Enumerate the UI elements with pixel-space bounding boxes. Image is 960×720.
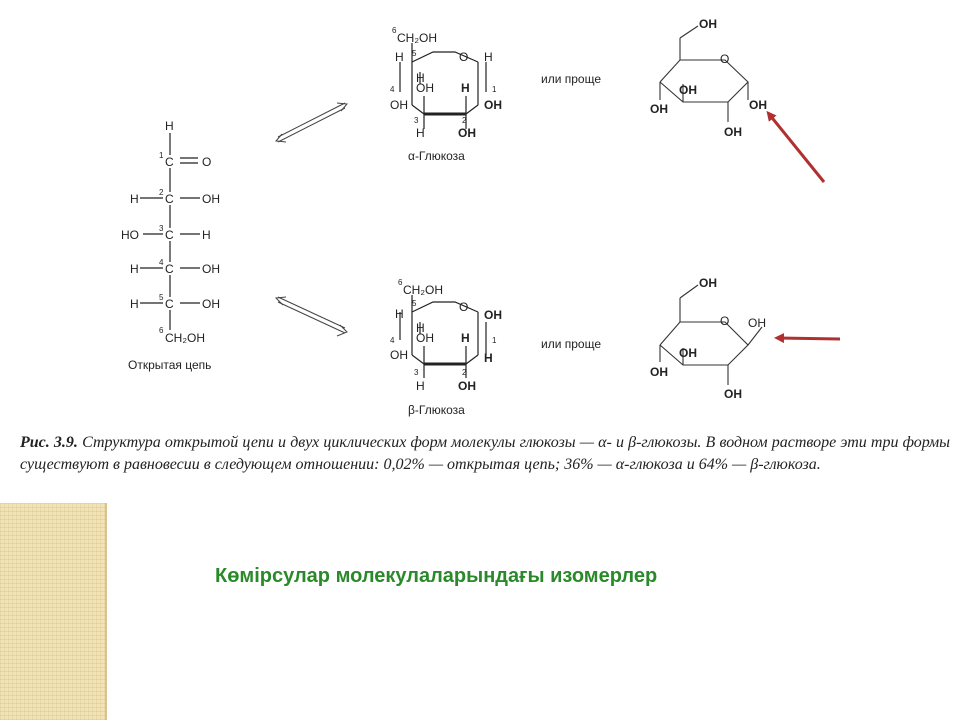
beta-oh-c3-up: OH bbox=[416, 331, 434, 345]
open-chain-c4-right: OH bbox=[202, 262, 220, 276]
open-chain-labels: H 1 C O H 2 C OH HO 3 C H H 4 C OH H 5 C… bbox=[121, 119, 220, 372]
figure-caption: Рис. 3.9. Структура открытой цепи и двух… bbox=[20, 432, 950, 476]
beta-oh-c2: OH bbox=[458, 379, 476, 393]
alpha-ch2oh: CH₂OH bbox=[397, 31, 437, 45]
alpha-h-c3-down: H bbox=[416, 126, 425, 140]
equilibrium-arrows-beta bbox=[274, 296, 348, 337]
alpha-num5: 5 bbox=[412, 49, 417, 58]
open-chain-c5-left: H bbox=[130, 297, 139, 311]
beta-h-c5-label: H bbox=[395, 307, 404, 321]
figure-caption-text: Структура открытой цепи и двух циклическ… bbox=[20, 434, 951, 473]
alpha-simple-o: O bbox=[720, 52, 729, 66]
open-chain-num-1: 1 bbox=[159, 151, 164, 160]
beta-h-c1-down: H bbox=[484, 351, 493, 365]
open-chain-caption: Открытая цепь bbox=[128, 358, 211, 372]
open-chain-num-3: 3 bbox=[159, 224, 164, 233]
beta-num3: 3 bbox=[414, 368, 419, 377]
open-chain-structure bbox=[140, 133, 200, 330]
alpha-num2: 2 bbox=[462, 116, 467, 125]
beta-simple-oh-c1: OH bbox=[748, 316, 766, 330]
glucose-structures-figure: H 1 C O H 2 C OH HO 3 C H H 4 C OH H 5 C… bbox=[121, 17, 841, 417]
alpha-c6-num: 6 bbox=[392, 26, 397, 35]
alpha-oh-c1: OH bbox=[484, 98, 502, 112]
beta-simple-o: O bbox=[720, 314, 729, 328]
beta-simple-oh-c4: OH bbox=[650, 365, 668, 379]
alpha-oh-c2: OH bbox=[458, 126, 476, 140]
open-chain-c5-right: OH bbox=[202, 297, 220, 311]
beta-glucose-chair bbox=[659, 284, 763, 385]
figure-caption-label: Рис. 3.9. bbox=[20, 434, 78, 451]
open-chain-c5: C bbox=[165, 297, 174, 311]
alpha-simple-oh-top: OH bbox=[699, 17, 717, 31]
alpha-simple-oh-c1: OH bbox=[749, 98, 767, 112]
beta-ring-o: O bbox=[459, 300, 468, 314]
alpha-glucose-chair bbox=[659, 25, 749, 122]
alpha-glucose-haworth bbox=[399, 43, 487, 129]
alpha-glucose-labels: 6 CH₂OH O H 5 H H 4 OH OH H 1 OH 3 2 H O… bbox=[390, 26, 502, 163]
equilibrium-arrows-alpha bbox=[274, 102, 349, 143]
open-chain-num-2: 2 bbox=[159, 188, 164, 197]
open-chain-c2-left: H bbox=[130, 192, 139, 206]
open-chain-c2: C bbox=[165, 192, 174, 206]
red-arrow-alpha-oh bbox=[766, 110, 826, 183]
beta-glucose-haworth bbox=[399, 295, 487, 378]
alpha-h-c2-up: H bbox=[461, 81, 470, 95]
alpha-h-c1-label: H bbox=[484, 50, 493, 64]
alpha-oh-c3-up: OH bbox=[416, 81, 434, 95]
open-chain-c3: C bbox=[165, 228, 174, 242]
open-chain-c3-right: H bbox=[202, 228, 211, 242]
open-chain-num-4: 4 bbox=[159, 258, 164, 267]
alpha-h-c4-up: H bbox=[416, 71, 425, 85]
open-chain-c2-right: OH bbox=[202, 192, 220, 206]
beta-chair-labels: OH O OH OH OH OH bbox=[650, 276, 766, 401]
alpha-h-c5-label: H bbox=[395, 50, 404, 64]
beta-h-c4-up: H bbox=[416, 321, 425, 335]
beta-simpler-label: или проще bbox=[541, 337, 601, 351]
beta-h-c2-up: H bbox=[461, 331, 470, 345]
open-chain-c3-left: HO bbox=[121, 228, 139, 242]
red-arrow-beta-oh bbox=[774, 333, 841, 344]
beta-ch2oh: CH₂OH bbox=[403, 283, 443, 297]
slide-title: Көмірсулар молекулаларындағы изомерлер bbox=[215, 565, 658, 587]
beta-num5: 5 bbox=[412, 299, 417, 308]
open-chain-c4: C bbox=[165, 262, 174, 276]
beta-simple-oh-c2: OH bbox=[724, 387, 742, 401]
alpha-simple-oh-c2: OH bbox=[724, 125, 742, 139]
alpha-num4: 4 bbox=[390, 85, 395, 94]
alpha-glucose-caption: α-Глюкоза bbox=[408, 149, 465, 163]
beta-simple-oh-c3: OH bbox=[679, 346, 697, 360]
alpha-num1: 1 bbox=[492, 85, 497, 94]
beta-oh-c1: OH bbox=[484, 308, 502, 322]
open-chain-num-5: 5 bbox=[159, 293, 164, 302]
beta-num4: 4 bbox=[390, 336, 395, 345]
beta-num2: 2 bbox=[462, 368, 467, 377]
open-chain-ch2oh: CH₂OH bbox=[165, 331, 205, 345]
open-chain-o: O bbox=[202, 155, 211, 169]
alpha-ring-o: O bbox=[459, 50, 468, 64]
alpha-num3: 3 bbox=[414, 116, 419, 125]
alpha-simple-oh-c3: OH bbox=[679, 83, 697, 97]
open-chain-top-h: H bbox=[165, 119, 174, 133]
alpha-simple-oh-c4: OH bbox=[650, 102, 668, 116]
beta-glucose-labels: 6 CH₂OH O H 5 OH H 4 OH OH H 1 H 3 2 H O… bbox=[390, 278, 502, 417]
glucose-diagram-svg: H 1 C O H 2 C OH HO 3 C H H 4 C OH H 5 C… bbox=[121, 17, 841, 417]
alpha-simpler-label: или проще bbox=[541, 72, 601, 86]
beta-num1: 1 bbox=[492, 336, 497, 345]
beta-simple-oh-top: OH bbox=[699, 276, 717, 290]
alpha-chair-labels: OH O OH OH OH OH bbox=[650, 17, 767, 139]
beta-c6-num: 6 bbox=[398, 278, 403, 287]
alpha-oh-c4: OH bbox=[390, 98, 408, 112]
beta-oh-c4: OH bbox=[390, 348, 408, 362]
beta-glucose-caption: β-Глюкоза bbox=[408, 403, 465, 417]
open-chain-c4-left: H bbox=[130, 262, 139, 276]
beta-h-c3-down: H bbox=[416, 379, 425, 393]
open-chain-num-6: 6 bbox=[159, 326, 164, 335]
open-chain-c1: C bbox=[165, 155, 174, 169]
decorative-texture-panel bbox=[0, 503, 107, 720]
